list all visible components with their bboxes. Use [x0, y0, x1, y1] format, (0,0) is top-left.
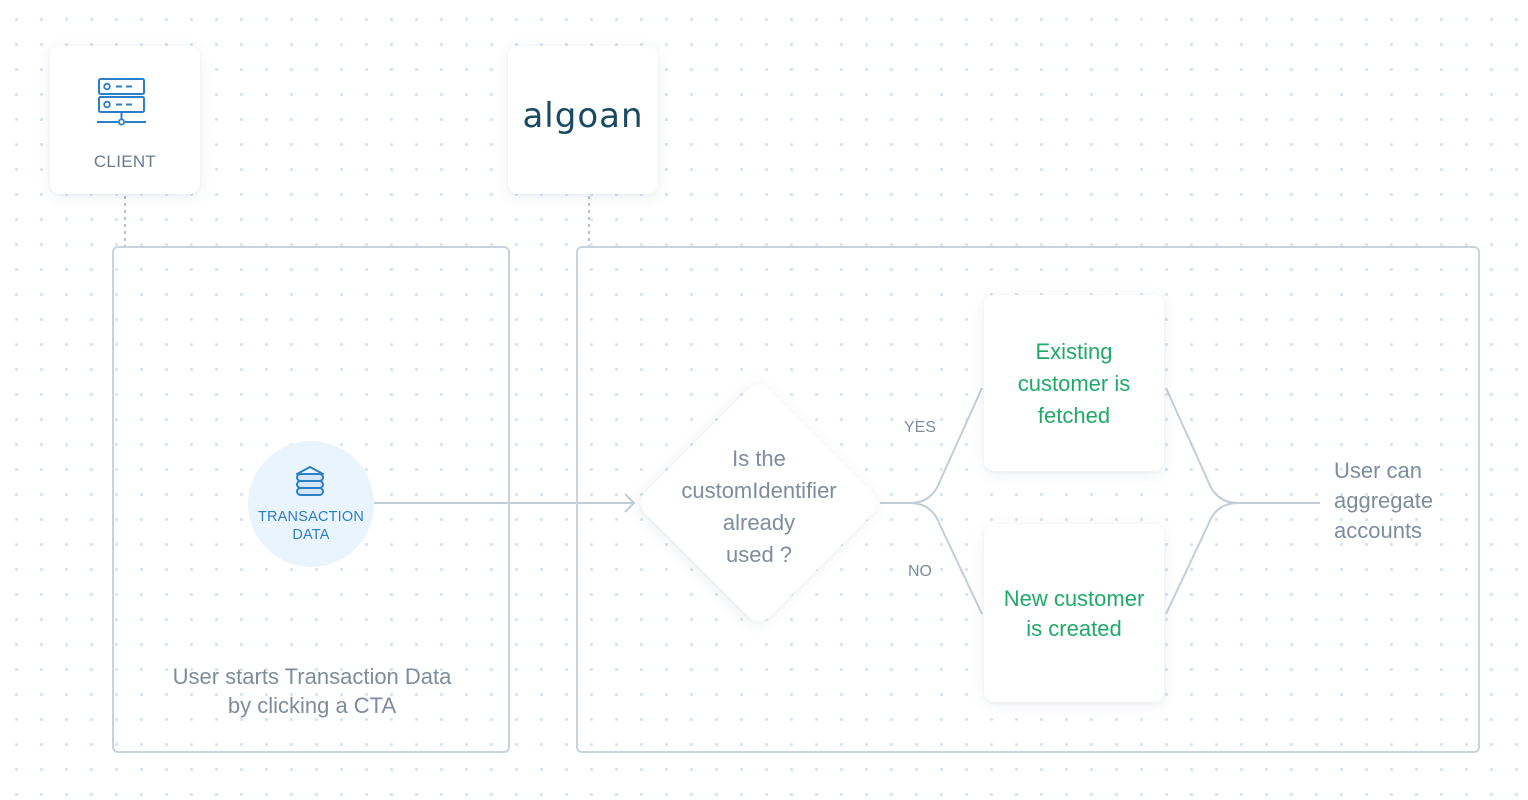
- existing-customer-card: [984, 295, 1164, 471]
- decision-text: Is the customIdentifier already used ?: [681, 446, 837, 567]
- client-panel: [112, 246, 510, 753]
- new-customer-text: New customer is created: [1003, 586, 1145, 641]
- transaction-data-label: TRANSACTION DATA: [257, 509, 365, 543]
- no-branch-line: [909, 502, 983, 615]
- algoan-card: [508, 46, 658, 194]
- no-branch-label: NO: [908, 563, 932, 580]
- decision-arrowhead: [624, 493, 636, 513]
- new-to-result-line: [1165, 502, 1239, 615]
- transaction-data-node: [248, 441, 374, 567]
- algoan-panel: [576, 246, 1480, 753]
- new-customer-card: [984, 524, 1164, 702]
- result-text: User can aggregate accounts: [1334, 458, 1434, 543]
- database-icon: [292, 464, 328, 503]
- algoan-logo: algoan: [522, 96, 644, 136]
- client-step-caption: User starts Transaction Data by clicking…: [172, 664, 452, 718]
- yes-branch-label: YES: [903, 419, 936, 436]
- server-icon: [96, 76, 152, 133]
- client-card: [50, 46, 200, 194]
- existing-customer-text: Existing customer is fetched: [1017, 339, 1131, 428]
- client-label: CLIENT: [93, 152, 157, 171]
